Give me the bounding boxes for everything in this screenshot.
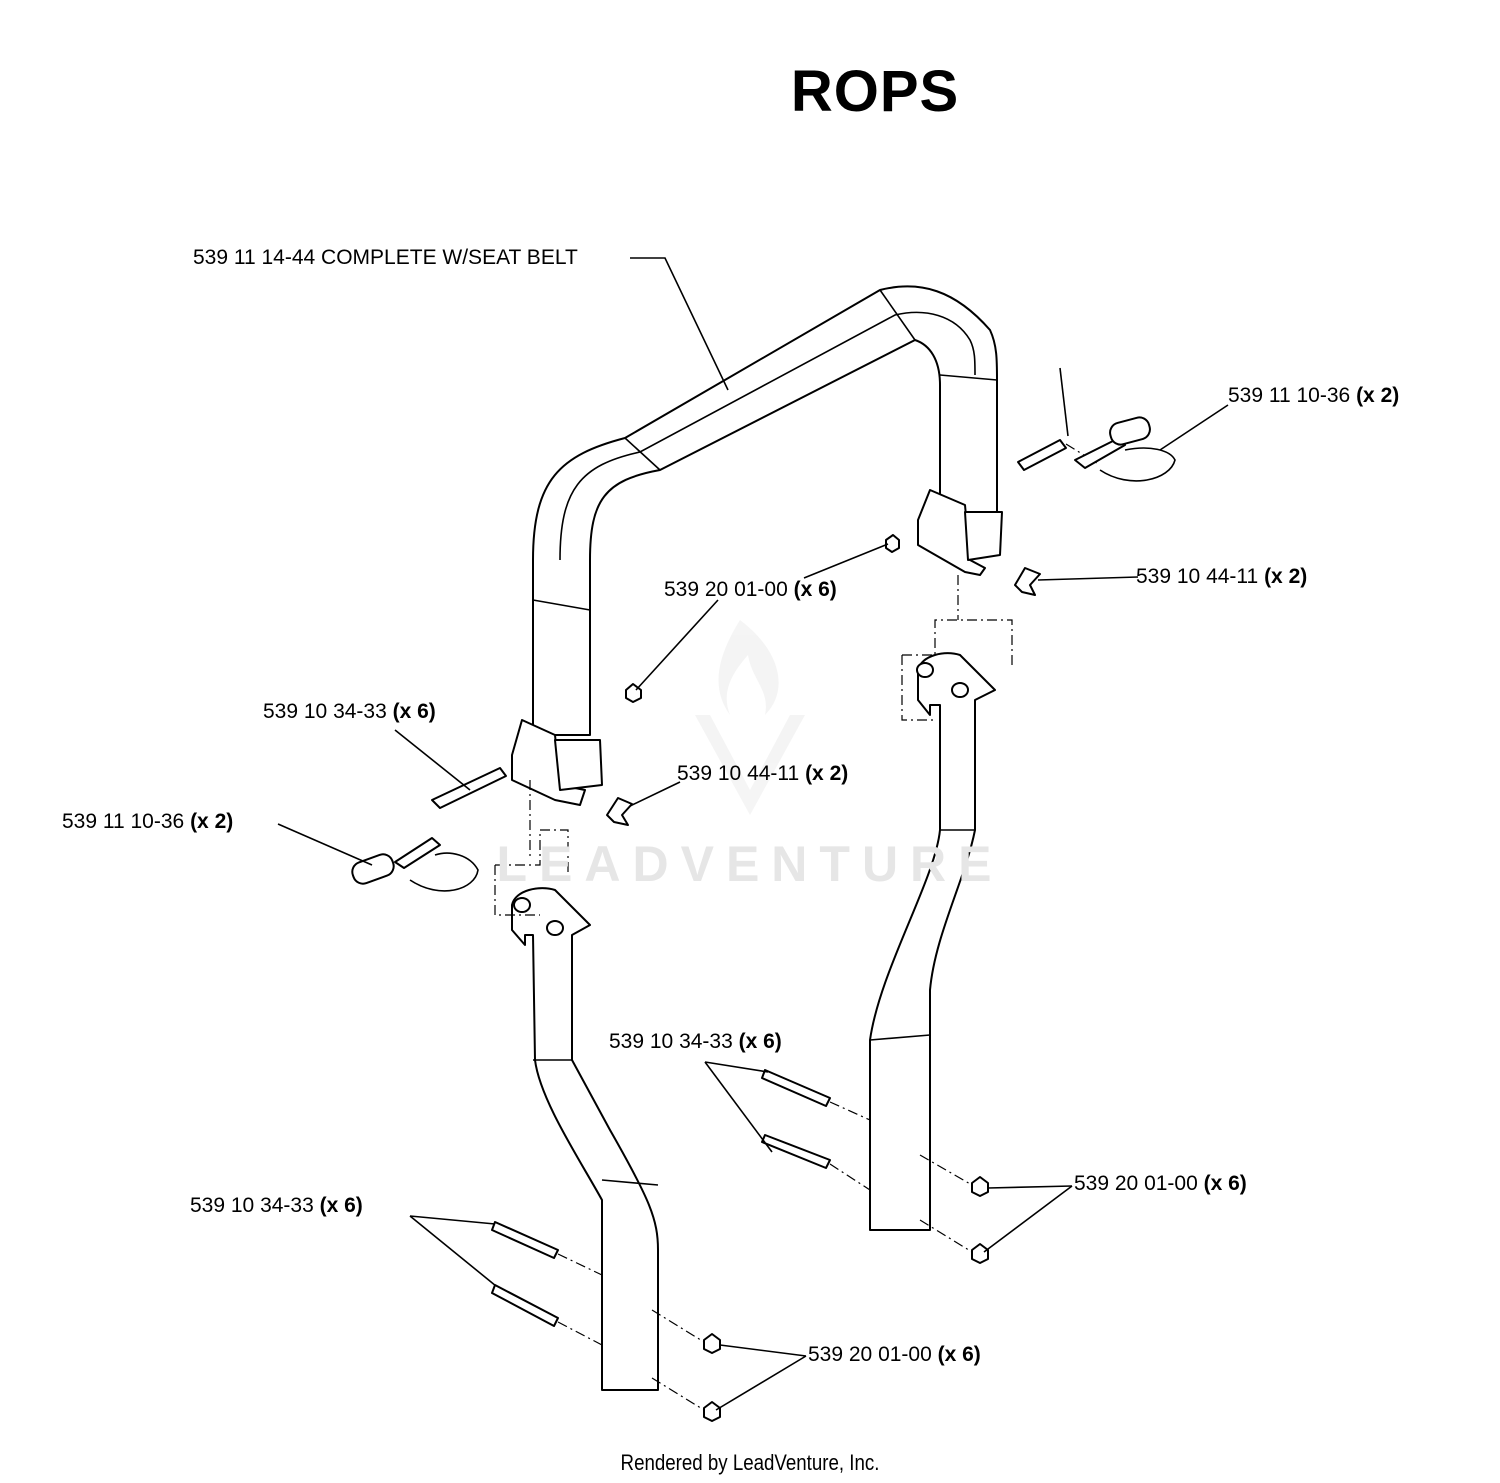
callout-qty: (x 6)	[937, 1343, 981, 1366]
callout-qty: (x 6)	[392, 700, 436, 723]
callout-part-number: 539 11 10-36	[1228, 384, 1351, 407]
callout-qty: (x 6)	[738, 1030, 782, 1053]
alignment-guides	[494, 575, 1013, 916]
callout-knob-right[interactable]: 539 10 44-11 (x 2)	[1136, 565, 1307, 589]
callout-part-number: 539 11 14-44 COMPLETE W/SEAT BELT	[193, 246, 578, 269]
callout-nut-upper[interactable]: 539 20 01-00 (x 6)	[664, 578, 837, 602]
callout-qty: (x 6)	[1203, 1172, 1247, 1195]
callout-lynch-pin-left[interactable]: 539 11 10-36 (x 2)	[62, 810, 233, 834]
callout-part-number: 539 10 34-33	[263, 700, 387, 723]
callout-bolt-lower-left[interactable]: 539 10 34-33 (x 6)	[190, 1194, 363, 1218]
callout-knob-left[interactable]: 539 10 44-11 (x 2)	[677, 762, 848, 786]
left-lower-leg	[511, 887, 659, 1391]
watermark-logo-icon	[695, 620, 805, 815]
callout-part-number: 539 20 01-00	[1074, 1172, 1198, 1195]
hardware	[351, 416, 1176, 1422]
right-upper-bracket	[917, 489, 1003, 576]
callout-nut-lower-left[interactable]: 539 20 01-00 (x 6)	[808, 1343, 981, 1367]
callout-nut-lower-right[interactable]: 539 20 01-00 (x 6)	[1074, 1172, 1247, 1196]
footer-credit: Rendered by LeadVenture, Inc.	[620, 1450, 880, 1475]
callout-part-number: 539 20 01-00	[664, 578, 788, 601]
callout-part-number: 539 20 01-00	[808, 1343, 932, 1366]
callout-qty: (x 2)	[1264, 565, 1308, 588]
callout-qty: (x 2)	[1356, 384, 1400, 407]
callout-qty: (x 2)	[190, 810, 234, 833]
callout-part-number: 539 11 10-36	[62, 810, 185, 833]
callout-part-number: 539 10 44-11	[1136, 565, 1259, 588]
page-title: ROPS	[790, 59, 960, 124]
watermark-text: LEADVENTURE	[496, 836, 1004, 892]
callout-lynch-pin-right[interactable]: 539 11 10-36 (x 2)	[1228, 384, 1399, 408]
right-lower-leg	[869, 652, 996, 1231]
callout-bolt-upper-left[interactable]: 539 10 34-33 (x 6)	[263, 700, 436, 724]
callout-bolt-lower-right[interactable]: 539 10 34-33 (x 6)	[609, 1030, 782, 1054]
callout-qty: (x 6)	[319, 1194, 363, 1217]
callout-qty: (x 6)	[793, 578, 837, 601]
leader-lines	[277, 257, 1229, 1411]
rops-upper-hoop	[532, 285, 998, 736]
callout-part-number: 539 10 34-33	[190, 1194, 314, 1217]
callout-qty: (x 2)	[805, 762, 849, 785]
callout-part-number: 539 10 34-33	[609, 1030, 733, 1053]
callout-rops-complete[interactable]: 539 11 14-44 COMPLETE W/SEAT BELT	[193, 246, 578, 270]
callout-part-number: 539 10 44-11	[677, 762, 800, 785]
